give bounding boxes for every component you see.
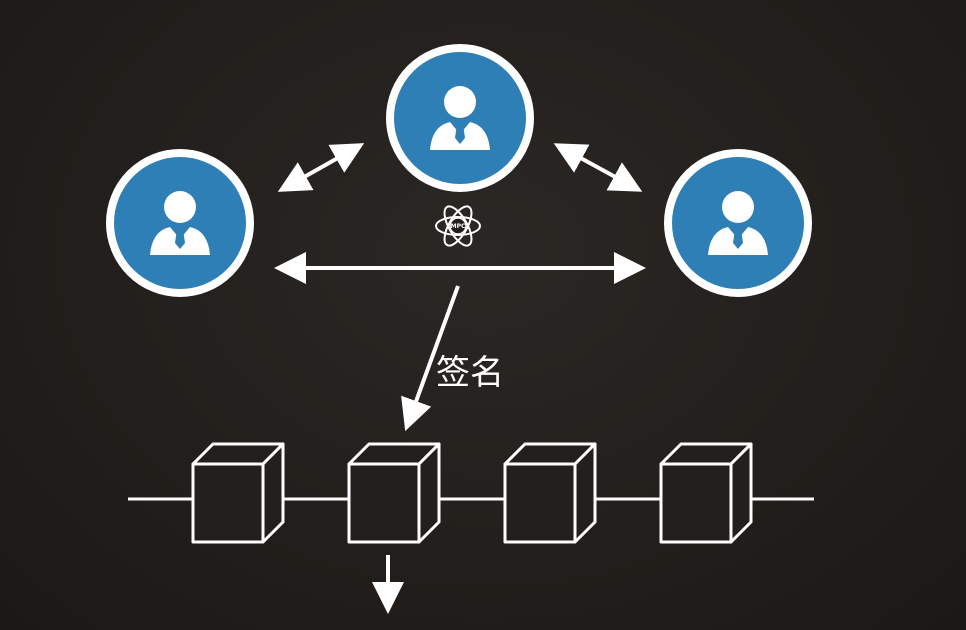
atom-mpc-icon: MPC (435, 205, 481, 247)
ledger-blocks (191, 442, 753, 544)
cube-icon (347, 442, 441, 544)
participant-top (386, 44, 534, 192)
participant-right (664, 149, 812, 297)
sign-arrow (401, 285, 460, 432)
sign-label: 签名 (436, 353, 504, 393)
cube-icon (503, 442, 597, 544)
cube-icon (659, 442, 753, 544)
arrow-top-right (553, 143, 643, 192)
mpc-label: MPC (451, 223, 466, 230)
participant-left (106, 149, 254, 297)
cube-icon (191, 442, 285, 544)
arrow-left-top (277, 143, 365, 192)
